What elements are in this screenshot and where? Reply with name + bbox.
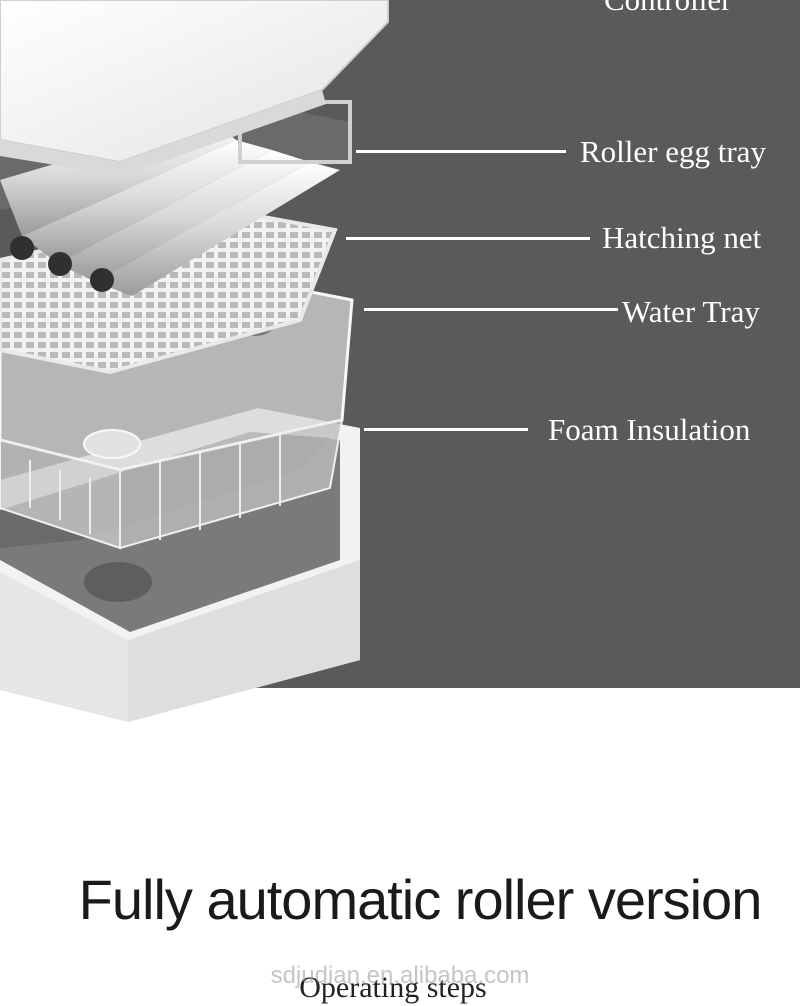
subheading: Operating steps [299, 971, 487, 1004]
label-roller-egg-tray: Roller egg tray [580, 134, 766, 169]
label-hatching-net: Hatching net [602, 220, 762, 255]
label-water-tray: Water Tray [622, 294, 760, 329]
label-foam-insulation: Foam Insulation [548, 412, 751, 447]
watermark-text: sdjudian.en.alibaba.com [270, 962, 530, 989]
controller-lid [0, 0, 389, 176]
callout-line-foam-insulation [364, 428, 528, 431]
headline: Fully automatic roller version [78, 868, 763, 931]
foam-round-recess [84, 562, 152, 602]
label-controller: Controller [604, 0, 731, 15]
incubator-exploded-illustration [0, 0, 389, 722]
callout-line-roller-egg-tray [356, 150, 566, 153]
callout-line-water-tray [364, 308, 618, 311]
callout-line-hatching-net [346, 237, 590, 240]
